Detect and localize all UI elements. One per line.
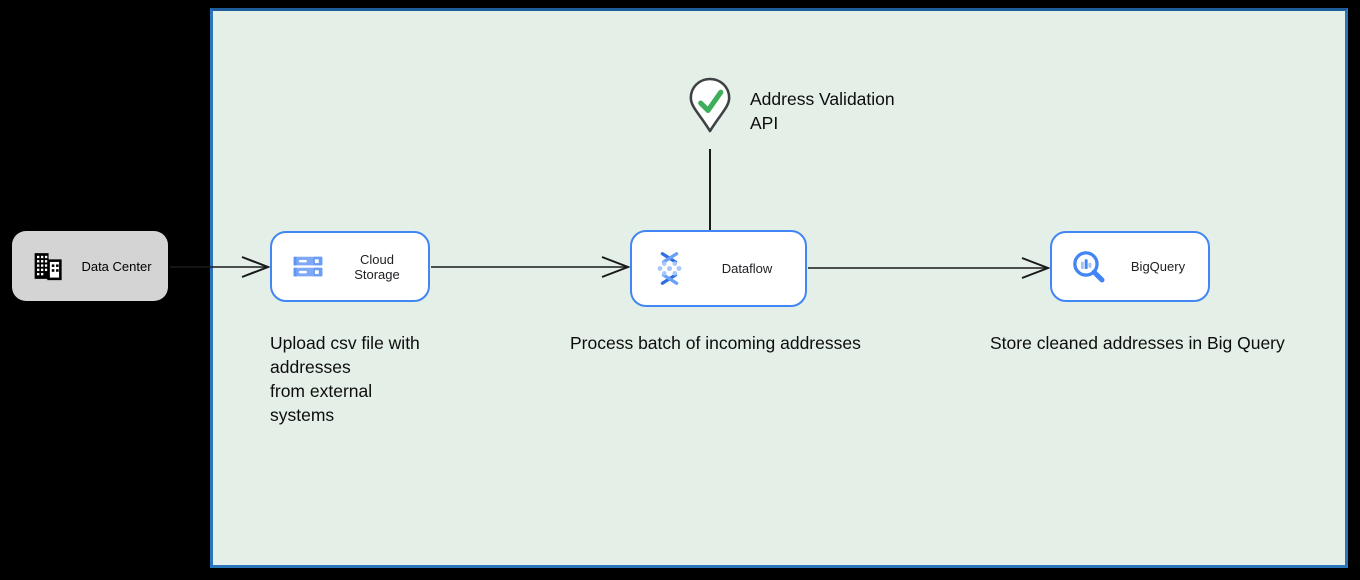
- node-dataflow: Dataflow: [630, 230, 807, 307]
- check-icon: [698, 89, 724, 113]
- node-label: Data Center: [81, 258, 152, 274]
- caption-upload-csv: Upload csv file with addresses from exte…: [270, 331, 420, 427]
- node-label: Dataflow: [721, 261, 773, 276]
- node-label: BigQuery: [1130, 259, 1186, 274]
- caption-store-bigquery: Store cleaned addresses in Big Query: [990, 333, 1285, 353]
- caption-process-batch: Process batch of incoming addresses: [570, 333, 861, 353]
- caption-line: from external: [270, 381, 373, 401]
- node-label: Cloud Storage: [354, 251, 400, 282]
- building-icon: [34, 253, 62, 281]
- api-marker-label: Address Validation API: [750, 88, 895, 135]
- caption-line: addresses: [270, 357, 351, 377]
- api-label-line2: API: [750, 112, 779, 133]
- caption-line: Upload csv file with: [270, 333, 420, 353]
- node-data-center: Data Center: [12, 231, 168, 301]
- dataflow-icon: [657, 252, 682, 285]
- cloud-storage-icon: [293, 256, 323, 276]
- node-cloud-storage: Cloud Storage: [270, 231, 430, 302]
- node-bigquery: BigQuery: [1050, 231, 1210, 302]
- map-pin-check-icon: [689, 77, 731, 133]
- caption-line: systems: [270, 405, 335, 425]
- bigquery-icon: [1073, 250, 1105, 283]
- api-label-line1: Address Validation: [750, 89, 895, 109]
